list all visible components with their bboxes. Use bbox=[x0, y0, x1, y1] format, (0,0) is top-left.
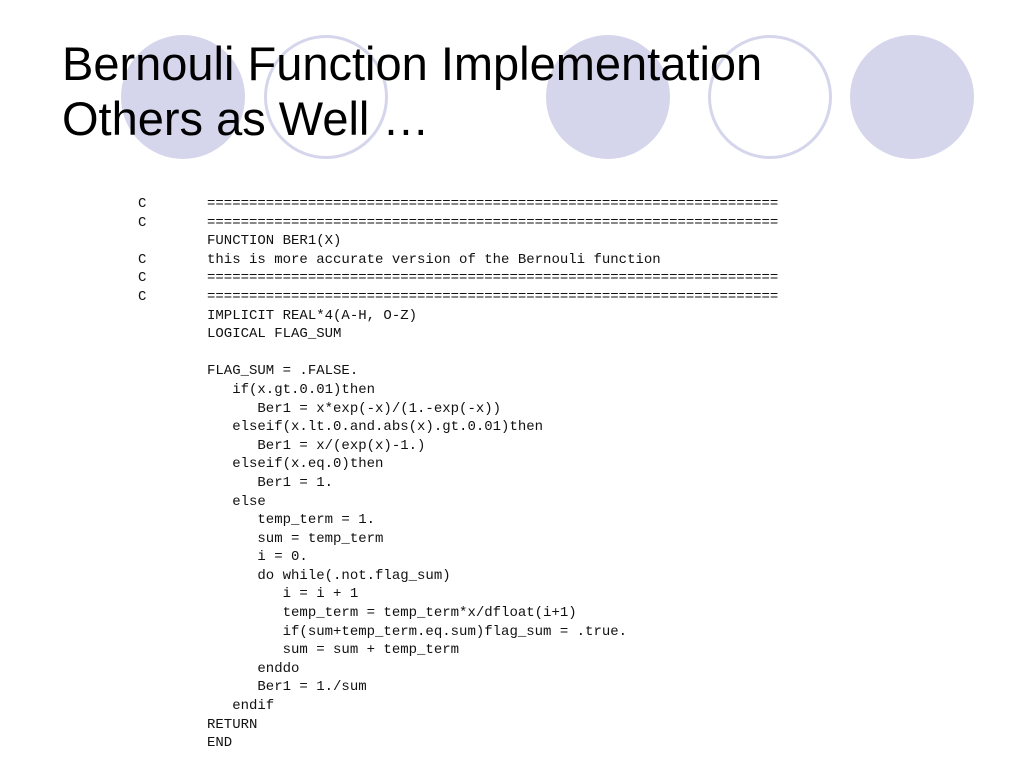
code-line: Ber1 = x*exp(-x)/(1.-exp(-x)) bbox=[138, 400, 898, 419]
code-line: Ber1 = 1./sum bbox=[138, 678, 898, 697]
comment-marker: C bbox=[138, 288, 147, 305]
code-text: elseif(x.eq.0)then bbox=[207, 456, 384, 473]
code-text: Ber1 = x/(exp(x)-1.) bbox=[207, 437, 426, 454]
code-line: IMPLICIT REAL*4(A-H, O-Z) bbox=[138, 307, 898, 326]
code-line: sum = sum + temp_term bbox=[138, 641, 898, 660]
code-text: this is more accurate version of the Ber… bbox=[207, 251, 661, 268]
decorative-circle-filled bbox=[546, 35, 670, 159]
code-text: sum = sum + temp_term bbox=[207, 642, 460, 659]
comment-marker: C bbox=[138, 251, 147, 268]
code-text: endif bbox=[207, 698, 275, 715]
decorative-circle-filled bbox=[850, 35, 974, 159]
code-line: if(x.gt.0.01)then bbox=[138, 381, 898, 400]
code-line: enddo bbox=[138, 660, 898, 679]
code-line: elseif(x.lt.0.and.abs(x).gt.0.01)then bbox=[138, 418, 898, 437]
code-line: sum = temp_term bbox=[138, 530, 898, 549]
code-text: if(x.gt.0.01)then bbox=[207, 381, 376, 398]
code-line: temp_term = temp_term*x/dfloat(i+1) bbox=[138, 604, 898, 623]
code-text: temp_term = temp_term*x/dfloat(i+1) bbox=[207, 605, 577, 622]
code-line: LOGICAL FLAG_SUM bbox=[138, 325, 898, 344]
code-line: C =======================================… bbox=[138, 214, 898, 233]
comment-marker: C bbox=[138, 270, 147, 287]
code-line: temp_term = 1. bbox=[138, 511, 898, 530]
code-text: if(sum+temp_term.eq.sum)flag_sum = .true… bbox=[207, 623, 628, 640]
code-line: i = 0. bbox=[138, 548, 898, 567]
code-line: C =======================================… bbox=[138, 195, 898, 214]
code-line: RETURN bbox=[138, 716, 898, 735]
code-text: i = 0. bbox=[207, 549, 308, 566]
code-line: END bbox=[138, 734, 898, 753]
title-decoration bbox=[0, 0, 1024, 200]
code-line: C =======================================… bbox=[138, 269, 898, 288]
comment-marker: C bbox=[138, 214, 147, 231]
code-text: ========================================… bbox=[207, 270, 779, 287]
code-line: C =======================================… bbox=[138, 288, 898, 307]
code-line: FLAG_SUM = .FALSE. bbox=[138, 362, 898, 381]
code-line: elseif(x.eq.0)then bbox=[138, 455, 898, 474]
code-text: FUNCTION BER1(X) bbox=[207, 233, 342, 250]
code-line: Ber1 = 1. bbox=[138, 474, 898, 493]
decorative-circle-outline bbox=[708, 35, 832, 159]
decorative-circle-filled bbox=[121, 35, 245, 159]
slide-title-line-1: Bernouli Function Implementation bbox=[62, 37, 763, 90]
code-text: FLAG_SUM = .FALSE. bbox=[207, 363, 359, 380]
code-text: enddo bbox=[207, 660, 300, 677]
comment-marker: C bbox=[138, 196, 147, 212]
code-listing: C =======================================… bbox=[138, 195, 898, 753]
code-text: elseif(x.lt.0.and.abs(x).gt.0.01)then bbox=[207, 419, 544, 436]
code-text: ========================================… bbox=[207, 214, 779, 231]
code-text: ========================================… bbox=[207, 288, 779, 305]
code-text: Ber1 = 1./sum bbox=[207, 679, 367, 696]
code-line bbox=[138, 344, 898, 363]
code-line: do while(.not.flag_sum) bbox=[138, 567, 898, 586]
code-text: Ber1 = 1. bbox=[207, 474, 334, 491]
code-line: FUNCTION BER1(X) bbox=[138, 232, 898, 251]
code-text: IMPLICIT REAL*4(A-H, O-Z) bbox=[207, 307, 418, 324]
code-text: ========================================… bbox=[207, 196, 779, 212]
code-text: else bbox=[207, 493, 266, 510]
code-text: do while(.not.flag_sum) bbox=[207, 567, 451, 584]
code-text: sum = temp_term bbox=[207, 530, 384, 547]
code-text: Ber1 = x*exp(-x)/(1.-exp(-x)) bbox=[207, 400, 502, 417]
slide-title-line-2: Others as Well … bbox=[62, 92, 430, 145]
code-line: Ber1 = x/(exp(x)-1.) bbox=[138, 437, 898, 456]
code-line: endif bbox=[138, 697, 898, 716]
slide-title: Bernouli Function Implementation Others … bbox=[62, 36, 762, 146]
code-text: RETURN bbox=[207, 716, 258, 733]
code-text: i = i + 1 bbox=[207, 586, 359, 603]
decorative-circle-outline bbox=[264, 35, 388, 159]
code-text: LOGICAL FLAG_SUM bbox=[207, 326, 342, 343]
code-line: else bbox=[138, 493, 898, 512]
code-text: temp_term = 1. bbox=[207, 512, 376, 529]
code-line: if(sum+temp_term.eq.sum)flag_sum = .true… bbox=[138, 623, 898, 642]
code-line: i = i + 1 bbox=[138, 585, 898, 604]
code-text: END bbox=[207, 735, 233, 752]
